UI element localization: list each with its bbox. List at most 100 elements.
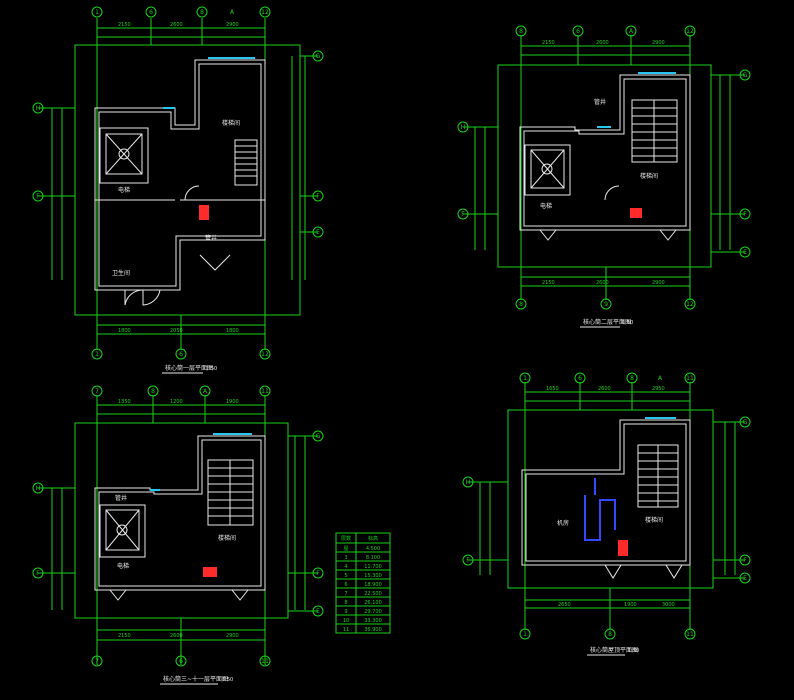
plan-4-grid-bubbles: 1 6 8 A 11 1 8 11 H F G F E xyxy=(462,372,751,640)
plan-1-stair xyxy=(234,139,258,186)
level-table-floor: 5 xyxy=(344,573,347,579)
svg-text:F: F xyxy=(461,211,465,218)
plan-2-dim-text: 2900 xyxy=(652,280,665,286)
level-table-floor: 6 xyxy=(344,582,347,588)
plan-3-elevator-shaft xyxy=(99,504,146,558)
svg-text:G: G xyxy=(316,433,321,440)
svg-text:1: 1 xyxy=(523,631,527,638)
svg-text:F: F xyxy=(316,570,320,577)
plan-4-dim-text: 2650 xyxy=(558,602,571,608)
plan-3-grid-bubbles: 7 8 A 11 7 6 11 H F G F E xyxy=(32,385,324,667)
level-table-elevation: 15.300 xyxy=(364,573,382,579)
plan-4-title: 核心筒屋顶平面图 xyxy=(590,646,638,654)
plan-4-scale: 1:50 xyxy=(628,648,639,654)
plan-3-scale: 1:50 xyxy=(222,677,233,683)
level-table-floor: 9 xyxy=(344,609,347,615)
svg-text:H: H xyxy=(36,485,41,492)
plan-4-door xyxy=(604,564,622,579)
plan-4-roof-plan: 机房 楼梯间 1650 2600 2950 2650 1900 3000 1 6… xyxy=(462,372,751,656)
plan-1-elevator-cross xyxy=(105,133,143,175)
level-table-floor: 7 xyxy=(344,591,347,597)
plan-3-door xyxy=(109,589,127,601)
plan-3-dim-text: 2150 xyxy=(118,633,131,639)
plan-2-scale: 1:50 xyxy=(622,320,633,326)
plan-1-door xyxy=(142,289,161,306)
plan-2-second-floor: 电梯 楼梯间 管井 2150 2600 2900 2150 2600 2900 … xyxy=(457,25,751,328)
plan-1-first-floor: 电梯 卫生间 楼梯间 管井 2150 2600 2900 1800 2050 1… xyxy=(32,6,324,374)
level-table-header: 层数 xyxy=(341,535,351,542)
plan-2-elevator-shaft xyxy=(524,144,571,196)
plan-2-elevator-symbol xyxy=(541,163,553,175)
svg-text:11: 11 xyxy=(686,631,694,638)
plan-2-dim-text: 2900 xyxy=(652,40,665,46)
plan-2-elevator-car xyxy=(530,149,565,189)
level-table-border xyxy=(335,532,391,634)
svg-text:A: A xyxy=(203,388,208,395)
plan-1-elevator-symbol xyxy=(118,148,130,160)
plan-1-border xyxy=(74,44,301,316)
plan-3-elevator-cross xyxy=(105,509,140,551)
level-table-elevation: 11.700 xyxy=(364,564,382,570)
svg-text:F: F xyxy=(466,557,470,564)
level-table-elevation: 4.500 xyxy=(366,546,380,552)
plan-1-fire-hydrant xyxy=(199,205,209,220)
svg-text:9: 9 xyxy=(604,301,608,308)
plan-1-scale: 1:50 xyxy=(206,366,217,372)
svg-text:A: A xyxy=(658,375,663,382)
plan-1-door xyxy=(199,254,231,271)
plan-4-door xyxy=(665,564,683,579)
plan-1-room-label: 电梯 xyxy=(118,186,130,194)
plan-2-door xyxy=(604,185,620,201)
svg-text:6: 6 xyxy=(578,375,582,382)
svg-text:G: G xyxy=(743,72,748,79)
svg-text:11: 11 xyxy=(261,388,269,395)
svg-text:1: 1 xyxy=(95,351,99,358)
plan-3-outer-wall xyxy=(94,435,266,591)
svg-text:6: 6 xyxy=(149,9,153,16)
svg-text:6: 6 xyxy=(179,351,183,358)
plan-2-outer-wall xyxy=(519,74,691,231)
level-table-floor: 3 xyxy=(344,555,347,561)
svg-text:F: F xyxy=(316,193,320,200)
plan-4-outer-wall xyxy=(521,419,691,566)
plan-1-dim-text: 2900 xyxy=(226,22,239,28)
plan-1-room-label: 卫生间 xyxy=(112,269,130,277)
plan-2-room-label: 管井 xyxy=(594,98,606,106)
svg-text:8: 8 xyxy=(630,375,634,382)
plan-1-door xyxy=(184,185,200,201)
plan-3-room-label: 管井 xyxy=(115,494,127,502)
svg-text:7: 7 xyxy=(95,658,99,665)
svg-text:11: 11 xyxy=(686,375,694,382)
svg-text:7: 7 xyxy=(95,388,99,395)
svg-text:A: A xyxy=(629,28,634,35)
level-table-elevation: 26.100 xyxy=(364,600,382,606)
svg-text:H: H xyxy=(466,479,471,486)
plan-1-inner-wall xyxy=(98,63,262,287)
plan-1-dim-text: 2150 xyxy=(118,22,131,28)
plan-4-dim-text: 1900 xyxy=(624,602,637,608)
svg-text:8: 8 xyxy=(519,28,523,35)
plan-4-room-label: 机房 xyxy=(557,519,569,527)
plan-4-pipe-riser xyxy=(584,495,616,541)
plan-1-elevator-car xyxy=(105,133,143,175)
plan-4-dim-text: 1650 xyxy=(546,386,559,392)
plan-2-title: 核心筒二层平面图 xyxy=(583,318,631,326)
plan-1-title: 核心筒一层平面图 xyxy=(165,364,213,372)
plan-2-dim-text: 2150 xyxy=(542,280,555,286)
plan-4-fire-hydrant xyxy=(618,540,628,556)
plan-1-dim-text: 1800 xyxy=(226,328,239,334)
svg-text:F: F xyxy=(36,570,40,577)
plan-3-dim-text: 1350 xyxy=(118,399,131,405)
svg-text:F: F xyxy=(36,193,40,200)
plan-1-grid-bubbles: 1 6 8 A 12 1 6 12 H F G F E xyxy=(32,6,324,360)
plan-3-door xyxy=(231,589,249,601)
svg-text:E: E xyxy=(743,575,747,582)
plan-1-dim-text: 1800 xyxy=(118,328,131,334)
plan-3-stair xyxy=(207,459,254,526)
level-table-row-lines xyxy=(336,542,390,625)
svg-text:E: E xyxy=(316,608,320,615)
plan-2-room-label: 楼梯间 xyxy=(640,172,658,180)
svg-text:6: 6 xyxy=(576,28,580,35)
plan-3-title: 核心筒三~十一层平面图 xyxy=(163,675,228,683)
